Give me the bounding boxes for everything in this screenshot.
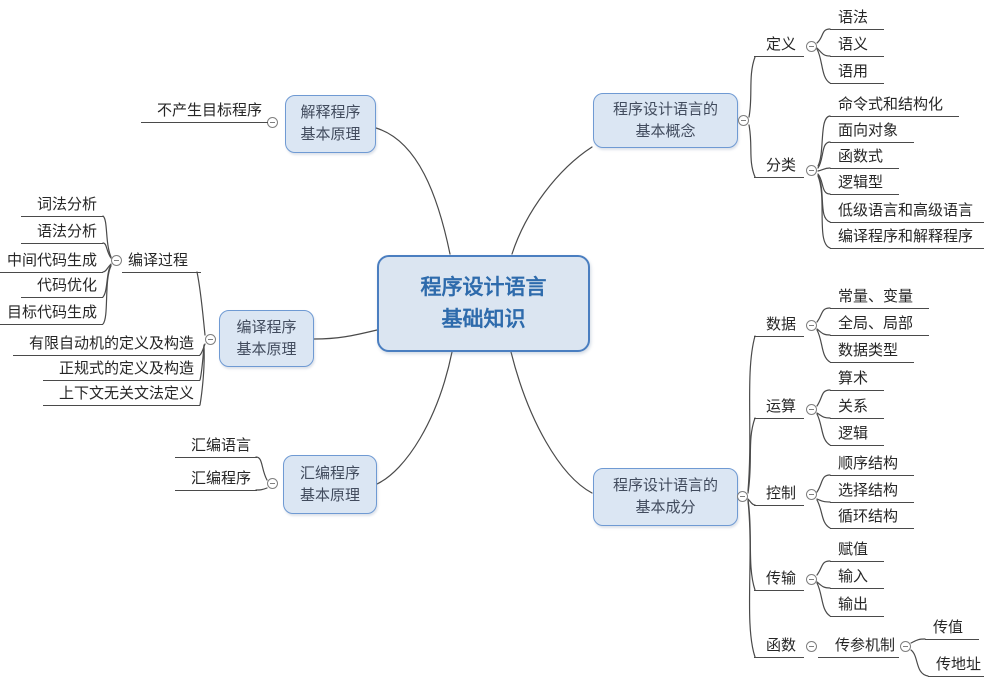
topic-compiler-interpreter[interactable]: 编译程序和解释程序 (830, 227, 984, 249)
topic-compile-process[interactable]: 编译过程 (122, 251, 202, 273)
topic-output[interactable]: 输出 (830, 595, 885, 617)
topic-low-high-level[interactable]: 低级语言和高级语言 (830, 201, 984, 223)
topic-control[interactable]: 控制 (754, 484, 805, 506)
topic-by-value[interactable]: 传值 (925, 618, 980, 640)
collapse-icon[interactable] (806, 489, 817, 500)
topic-assembly-program[interactable]: 汇编程序 (174, 469, 257, 491)
topic-arithmetic[interactable]: 算术 (830, 369, 885, 391)
topic-functional[interactable]: 函数式 (830, 147, 900, 169)
node-assembler[interactable]: 汇编程序 基本原理 (283, 455, 377, 514)
collapse-icon[interactable] (806, 404, 817, 415)
collapse-icon[interactable] (267, 117, 278, 128)
topic-by-address[interactable]: 传地址 (928, 655, 984, 677)
node-basic-components[interactable]: 程序设计语言的 基本成分 (593, 468, 738, 526)
node-basic-concepts-label: 程序设计语言的 基本概念 (612, 100, 718, 140)
topic-operation[interactable]: 运算 (754, 397, 805, 419)
node-basic-concepts[interactable]: 程序设计语言的 基本概念 (593, 93, 738, 148)
topic-loop-structure[interactable]: 循环结构 (830, 507, 915, 529)
collapse-icon[interactable] (806, 574, 817, 585)
collapse-icon[interactable] (806, 641, 817, 652)
topic-context-free-grammar[interactable]: 上下文无关文法定义 (42, 384, 200, 406)
topic-semantics[interactable]: 语义 (830, 35, 885, 57)
topic-no-target-program[interactable]: 不产生目标程序 (140, 101, 268, 123)
collapse-icon[interactable] (267, 478, 278, 489)
collapse-icon[interactable] (900, 641, 911, 652)
topic-data[interactable]: 数据 (754, 315, 805, 337)
collapse-icon[interactable] (737, 491, 748, 502)
topic-assembly-language[interactable]: 汇编语言 (174, 436, 257, 458)
node-basic-components-label: 程序设计语言的 基本成分 (612, 477, 718, 516)
root-topic-label: 程序设计语言 基础知识 (420, 276, 547, 331)
topic-lexical-analysis[interactable]: 词法分析 (20, 195, 103, 217)
topic-assignment[interactable]: 赋值 (830, 540, 885, 562)
topic-classification[interactable]: 分类 (754, 156, 805, 178)
topic-constants-variables[interactable]: 常量、变量 (830, 287, 930, 309)
topic-data-types[interactable]: 数据类型 (830, 341, 915, 363)
topic-logic-type[interactable]: 逻辑型 (830, 173, 900, 195)
node-interpreter-label: 解释程序 基本原理 (300, 104, 361, 143)
topic-definition[interactable]: 定义 (754, 35, 805, 57)
topic-transfer[interactable]: 传输 (754, 569, 805, 591)
topic-syntax[interactable]: 语法 (830, 8, 885, 30)
node-compiler-label: 编译程序 基本原理 (236, 318, 297, 358)
topic-selection-structure[interactable]: 选择结构 (830, 481, 915, 503)
root-topic[interactable]: 程序设计语言 基础知识 (377, 255, 590, 352)
topic-code-optimization[interactable]: 代码优化 (20, 276, 103, 298)
topic-intermediate-code[interactable]: 中间代码生成 (0, 251, 103, 273)
topic-pragmatics[interactable]: 语用 (830, 62, 885, 84)
node-interpreter[interactable]: 解释程序 基本原理 (285, 95, 376, 153)
topic-param-mechanism[interactable]: 传参机制 (818, 636, 900, 658)
topic-finite-automata[interactable]: 有限自动机的定义及构造 (12, 334, 200, 356)
collapse-icon[interactable] (806, 41, 817, 52)
node-assembler-label: 汇编程序 基本原理 (299, 464, 360, 504)
topic-target-code[interactable]: 目标代码生成 (0, 303, 103, 325)
topic-syntax-analysis[interactable]: 语法分析 (20, 222, 103, 244)
topic-global-local[interactable]: 全局、局部 (830, 314, 930, 336)
topic-imperative-structured[interactable]: 命令式和结构化 (830, 95, 960, 117)
collapse-icon[interactable] (205, 334, 216, 345)
topic-sequence-structure[interactable]: 顺序结构 (830, 454, 915, 476)
collapse-icon[interactable] (111, 255, 122, 266)
collapse-icon[interactable] (806, 165, 817, 176)
topic-relational[interactable]: 关系 (830, 397, 885, 419)
collapse-icon[interactable] (806, 320, 817, 331)
topic-input[interactable]: 输入 (830, 567, 885, 589)
topic-regular-expression[interactable]: 正规式的定义及构造 (42, 359, 200, 381)
topic-logical[interactable]: 逻辑 (830, 424, 885, 446)
topic-function[interactable]: 函数 (754, 636, 805, 658)
node-compiler[interactable]: 编译程序 基本原理 (219, 310, 314, 367)
collapse-icon[interactable] (738, 115, 749, 126)
topic-object-oriented[interactable]: 面向对象 (830, 121, 915, 143)
